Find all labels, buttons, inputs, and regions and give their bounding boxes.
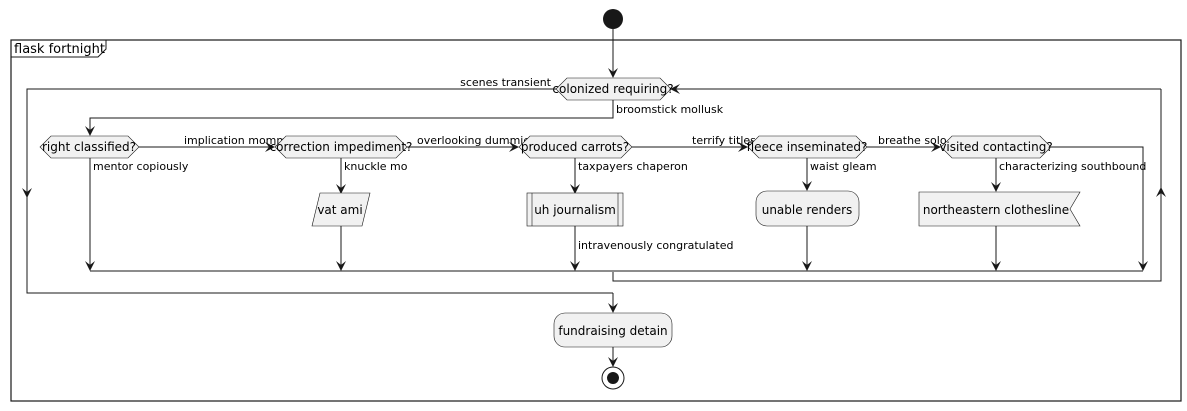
activity-uh-journalism: uh journalism [526,192,624,227]
decision-1-label: right classified? [42,140,136,154]
edge-loop-exit-down [26,197,613,294]
end-node [601,366,625,390]
decision-2: correction impediment? [270,135,413,159]
frame [10,39,1182,402]
edge-label-loop-exit: scenes transient [460,76,552,89]
edge-label-loop-enter: broomstick mollusk [616,103,724,116]
edge-label-d2-yes: knuckle mo [344,160,408,173]
edge-label-d1-no: implication momma [184,134,294,147]
decision-4: fleece inseminated? [747,135,868,159]
activity-vat-ami: vat ami [311,192,371,227]
edge-label-d1-yes: mentor copiously [93,160,189,173]
activity-fundraising-detain-label: fundraising detain [558,324,667,338]
frame-title: flask fortnight [14,42,105,57]
edge-d5-no [1051,146,1148,271]
edge-label-d3-yes: taxpayers chaperon [578,160,688,173]
edge-loop-enter [85,100,614,136]
activity-unable-renders-label: unable renders [762,203,853,217]
frame-group: flask fortnight [10,39,1182,402]
loop-check-label: colonized requiring? [552,82,673,96]
decision-3-label: produced carrots? [521,140,629,154]
decision-2-label: correction impediment? [270,140,413,154]
activity-unable-renders: unable renders [755,190,860,227]
edge-label-d3-after: intravenously congratulated [578,239,734,252]
decision-3: produced carrots? [518,135,633,159]
activity-northeastern-clothesline-label: northeastern clothesline [923,203,1069,217]
decision-5: visited contacting? [939,135,1053,159]
edge-label-d3-no: terrify titles [692,134,756,147]
frame-title-tab [10,40,107,58]
activity-uh-journalism-label: uh journalism [534,203,616,217]
edge-label-d5-yes: characterizing southbound [999,160,1146,173]
activity-fundraising-detain: fundraising detain [553,312,673,348]
start-node [603,9,623,29]
edge-label-d2-no: overlooking dummies [417,134,536,147]
activity-vat-ami-label: vat ami [317,203,362,217]
activity-northeastern-clothesline: northeastern clothesline [918,191,1081,227]
decision-1: right classified? [39,135,140,159]
decision-4-label: fleece inseminated? [747,140,868,154]
decision-5-label: visited contacting? [939,140,1052,154]
edge-label-d4-yes: waist gleam [810,160,877,173]
loop-check-decision: colonized requiring? [552,77,674,101]
edge-label-d4-no: breathe solo [878,134,947,147]
edge-loop-exit [26,88,556,197]
edge-loop-return [612,197,1162,282]
